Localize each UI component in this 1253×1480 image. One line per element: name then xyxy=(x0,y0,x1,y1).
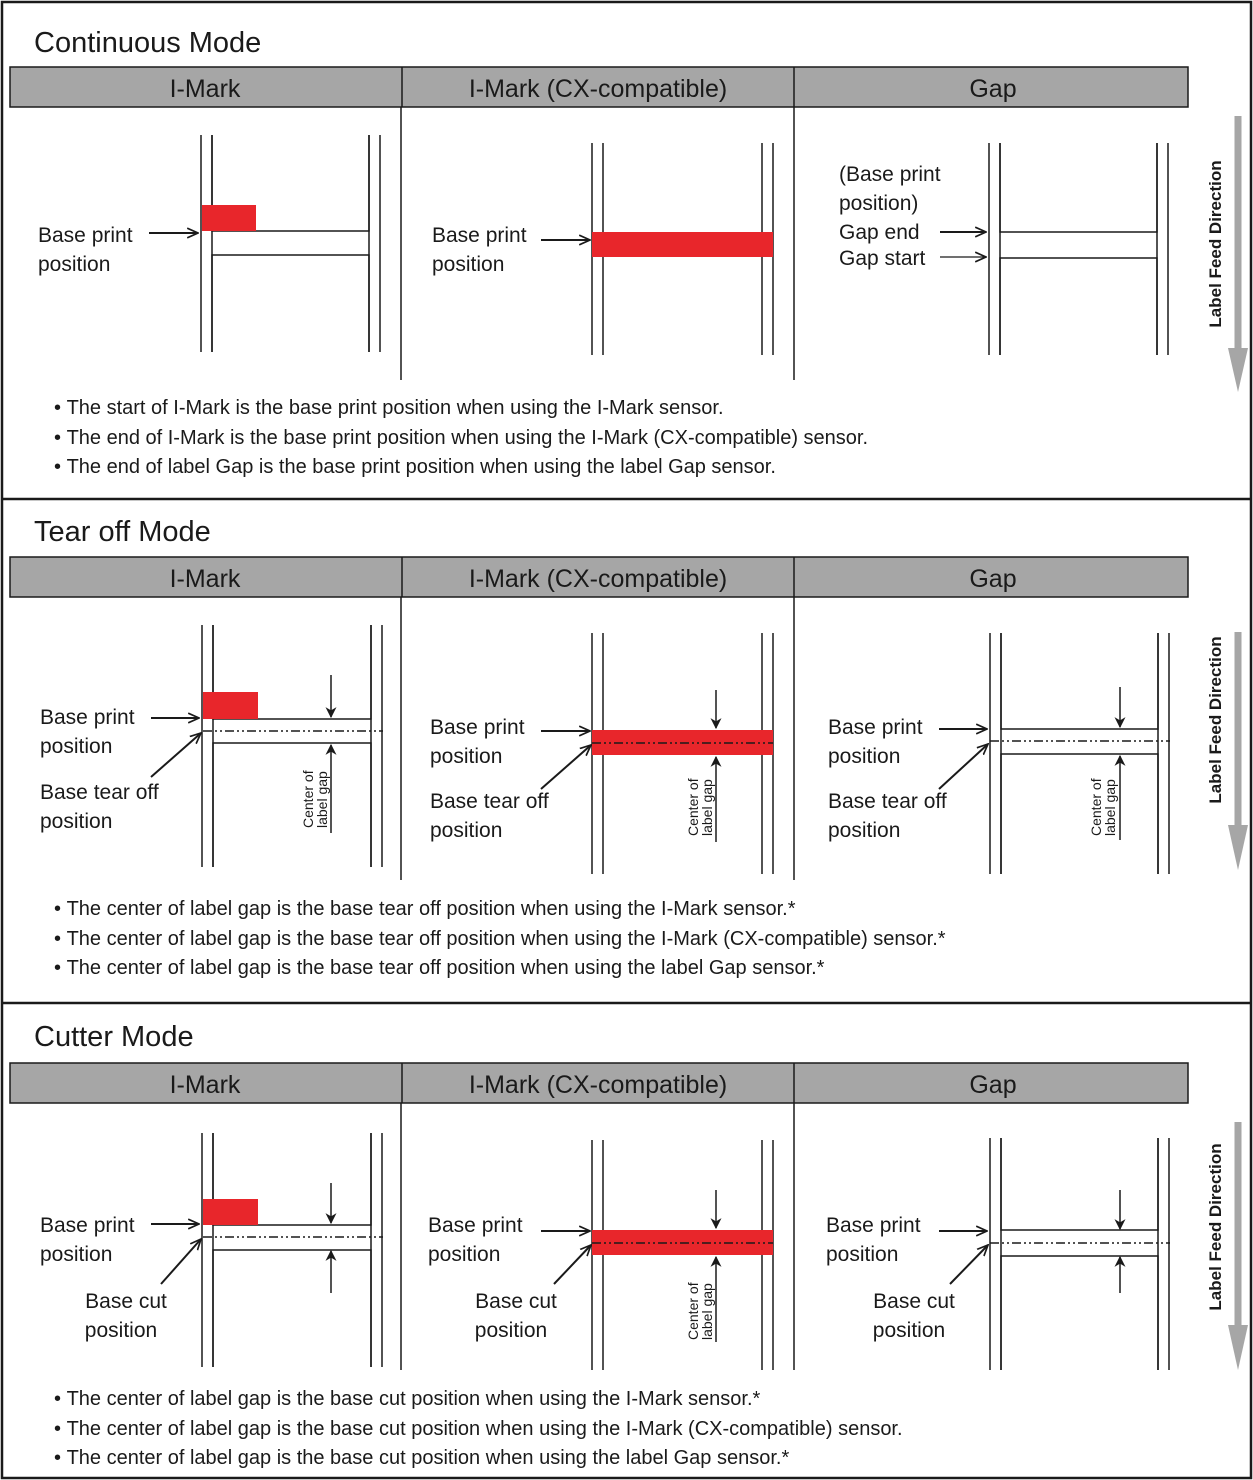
feed-direction-label: Label Feed Direction xyxy=(1206,1143,1225,1310)
label-base-cut: Base cut xyxy=(85,1290,167,1313)
column-header-imark-cx: I-Mark (CX-compatible) xyxy=(469,565,727,593)
note-item: The end of label Gap is the base print p… xyxy=(54,453,868,483)
header-bar xyxy=(9,66,1189,108)
note-item: The center of label gap is the base cut … xyxy=(54,1415,903,1445)
label-position: position xyxy=(40,810,112,833)
label-base-tear-off: Base tear off xyxy=(828,790,947,813)
note-item: The center of label gap is the base tear… xyxy=(54,925,946,955)
note-item: The center of label gap is the base cut … xyxy=(54,1385,903,1415)
note-item: The center of label gap is the base tear… xyxy=(54,895,946,925)
note-item: The end of I-Mark is the base print posi… xyxy=(54,424,868,454)
label-base-print: Base print xyxy=(428,1214,523,1237)
cx-red-mark xyxy=(592,232,773,257)
section-tear-off-mode: Tear off Mode I-Mark I-Mark (CX-compatib… xyxy=(9,516,1248,880)
label-base-cut: Base cut xyxy=(873,1290,955,1313)
label-position: position xyxy=(828,819,900,842)
label-center-2: label gap xyxy=(1102,779,1118,836)
label-position: position xyxy=(873,1319,945,1342)
note-item: The center of label gap is the base cut … xyxy=(54,1444,903,1474)
header-bar xyxy=(9,556,1189,598)
label-position: position xyxy=(40,1243,112,1266)
label-strip-imark xyxy=(201,625,383,867)
feed-direction-arrow-icon xyxy=(1228,348,1248,392)
column-header-gap: Gap xyxy=(969,75,1016,103)
note-item: The center of label gap is the base tear… xyxy=(54,954,946,984)
column-header-imark: I-Mark xyxy=(170,75,241,103)
section-title: Continuous Mode xyxy=(34,27,261,59)
label-base-print: Base print xyxy=(40,1214,135,1237)
label-position: position xyxy=(428,1243,500,1266)
note-item: The start of I-Mark is the base print po… xyxy=(54,394,868,424)
label-base-print: Base print xyxy=(38,224,133,247)
label-gap-start: Gap start xyxy=(839,247,926,270)
column-header-imark-cx: I-Mark (CX-compatible) xyxy=(469,75,727,103)
label-base-print: Base print xyxy=(432,224,527,247)
label-base-print: Base print xyxy=(40,706,135,729)
column-header-gap: Gap xyxy=(969,1071,1016,1099)
label-center-1: Center of xyxy=(300,770,316,828)
label-center-1: Center of xyxy=(685,1282,701,1340)
section-title: Tear off Mode xyxy=(34,516,211,548)
label-gap-end: Gap end xyxy=(839,221,920,244)
label-position: position xyxy=(432,253,504,276)
label-base-print: Base print xyxy=(430,716,525,739)
feed-direction-label: Label Feed Direction xyxy=(1206,636,1225,803)
label-center-1: Center of xyxy=(685,778,701,836)
label-position: position xyxy=(38,253,110,276)
label-center-1: Center of xyxy=(1088,778,1104,836)
label-position: position xyxy=(430,819,502,842)
imark-red-mark xyxy=(203,692,258,719)
column-header-imark: I-Mark xyxy=(170,1071,241,1099)
label-position: position xyxy=(40,735,112,758)
feed-direction-label: Label Feed Direction xyxy=(1206,160,1225,327)
label-position: position xyxy=(475,1319,547,1342)
tear-off-mode-notes: The center of label gap is the base tear… xyxy=(54,895,946,984)
label-base-print: Base print xyxy=(826,1214,921,1237)
cutter-mode-notes: The center of label gap is the base cut … xyxy=(54,1385,903,1474)
imark-red-mark xyxy=(203,1199,258,1225)
label-position: position xyxy=(828,745,900,768)
column-header-imark: I-Mark xyxy=(170,565,241,593)
label-center-2: label gap xyxy=(699,779,715,836)
column-header-imark-cx: I-Mark (CX-compatible) xyxy=(469,1071,727,1099)
section-cutter-mode: Cutter Mode I-Mark I-Mark (CX-compatible… xyxy=(9,1021,1248,1370)
label-position: position xyxy=(430,745,502,768)
label-strip-imark xyxy=(200,135,381,352)
label-center-2: label gap xyxy=(699,1283,715,1340)
label-base-tear-off: Base tear off xyxy=(430,790,549,813)
continuous-mode-notes: The start of I-Mark is the base print po… xyxy=(54,394,868,483)
label-strip-imark xyxy=(201,1133,383,1367)
section-continuous-mode: Continuous Mode I-Mark I-Mark (CX-compat… xyxy=(9,27,1248,392)
column-header-gap: Gap xyxy=(969,565,1016,593)
imark-red-mark xyxy=(202,205,256,231)
label-position: position xyxy=(85,1319,157,1342)
label-paren-1: (Base print xyxy=(839,163,941,186)
label-paren-2: position) xyxy=(839,192,918,215)
feed-direction-arrow-icon xyxy=(1228,1325,1248,1370)
label-position: position xyxy=(826,1243,898,1266)
feed-direction-arrow-icon xyxy=(1228,825,1248,870)
header-bar xyxy=(9,1062,1189,1104)
label-base-cut: Base cut xyxy=(475,1290,557,1313)
label-base-tear-off: Base tear off xyxy=(40,781,159,804)
label-strip-gap xyxy=(988,143,1169,355)
label-base-print: Base print xyxy=(828,716,923,739)
label-center-2: label gap xyxy=(314,771,330,828)
section-title: Cutter Mode xyxy=(34,1021,194,1053)
label-strip-gap xyxy=(989,633,1170,874)
label-strip-gap xyxy=(989,1138,1170,1370)
